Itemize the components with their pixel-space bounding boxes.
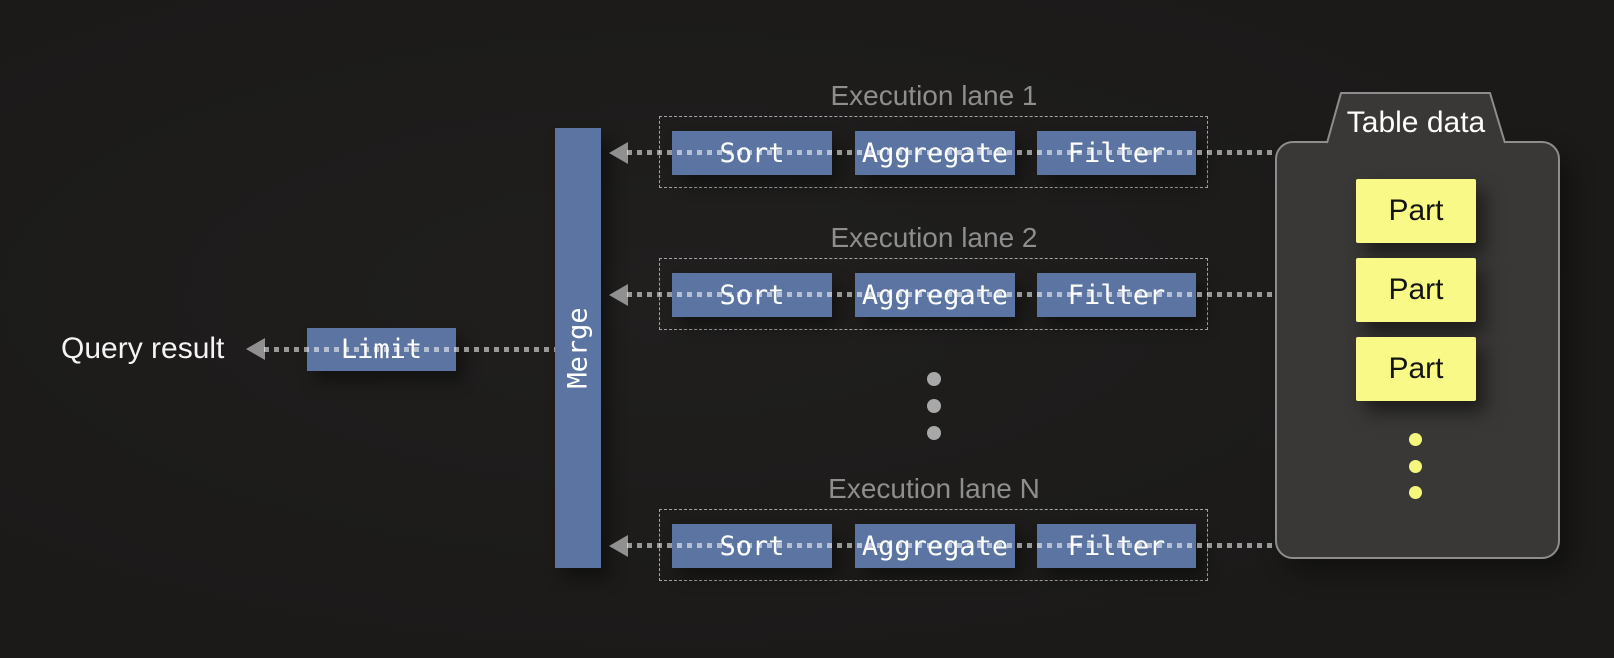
sort-operator-label: Sort bbox=[719, 530, 785, 562]
part-label: Part bbox=[1388, 194, 1444, 227]
part-label: Part bbox=[1388, 273, 1444, 306]
filter-operator-label: Filter bbox=[1067, 137, 1166, 169]
table-data-label: Table data bbox=[1346, 106, 1486, 139]
lane-1-aggregate-operator: Aggregate bbox=[855, 131, 1015, 175]
aggregate-operator-label: Aggregate bbox=[861, 279, 1009, 311]
sort-operator-label: Sort bbox=[719, 279, 785, 311]
execution-lane-1-label: Execution lane 1 bbox=[830, 80, 1038, 111]
execution-lane-2-label: Execution lane 2 bbox=[830, 222, 1038, 253]
part-label: Part bbox=[1388, 352, 1444, 385]
filter-operator-label: Filter bbox=[1067, 279, 1166, 311]
aggregate-operator-label: Aggregate bbox=[861, 530, 1009, 562]
sort-operator-label: Sort bbox=[719, 137, 785, 169]
lane-n-aggregate-operator: Aggregate bbox=[855, 524, 1015, 568]
arrow-left-icon bbox=[609, 284, 628, 306]
connector-limit-to-result bbox=[264, 347, 555, 352]
merge-operator-box: Merge bbox=[555, 128, 601, 568]
aggregate-operator-label: Aggregate bbox=[861, 137, 1009, 169]
arrow-left-icon bbox=[609, 142, 628, 164]
table-data-tab bbox=[1326, 92, 1506, 144]
arrow-left-icon bbox=[246, 338, 265, 360]
table-part-block: Part bbox=[1356, 258, 1476, 322]
lane-2-aggregate-operator: Aggregate bbox=[855, 273, 1015, 317]
merge-operator-label: Merge bbox=[562, 307, 594, 389]
connector-lane-1 bbox=[627, 150, 1274, 155]
filter-operator-label: Filter bbox=[1067, 530, 1166, 562]
table-part-block: Part bbox=[1356, 337, 1476, 401]
limit-operator-label: Limit bbox=[340, 334, 423, 365]
table-part-block: Part bbox=[1356, 179, 1476, 243]
connector-lane-2 bbox=[627, 292, 1274, 297]
execution-lane-n-label: Execution lane N bbox=[828, 473, 1040, 504]
connector-lane-n bbox=[627, 543, 1274, 548]
arrow-left-icon bbox=[609, 535, 628, 557]
query-result-label: Query result bbox=[61, 332, 225, 365]
